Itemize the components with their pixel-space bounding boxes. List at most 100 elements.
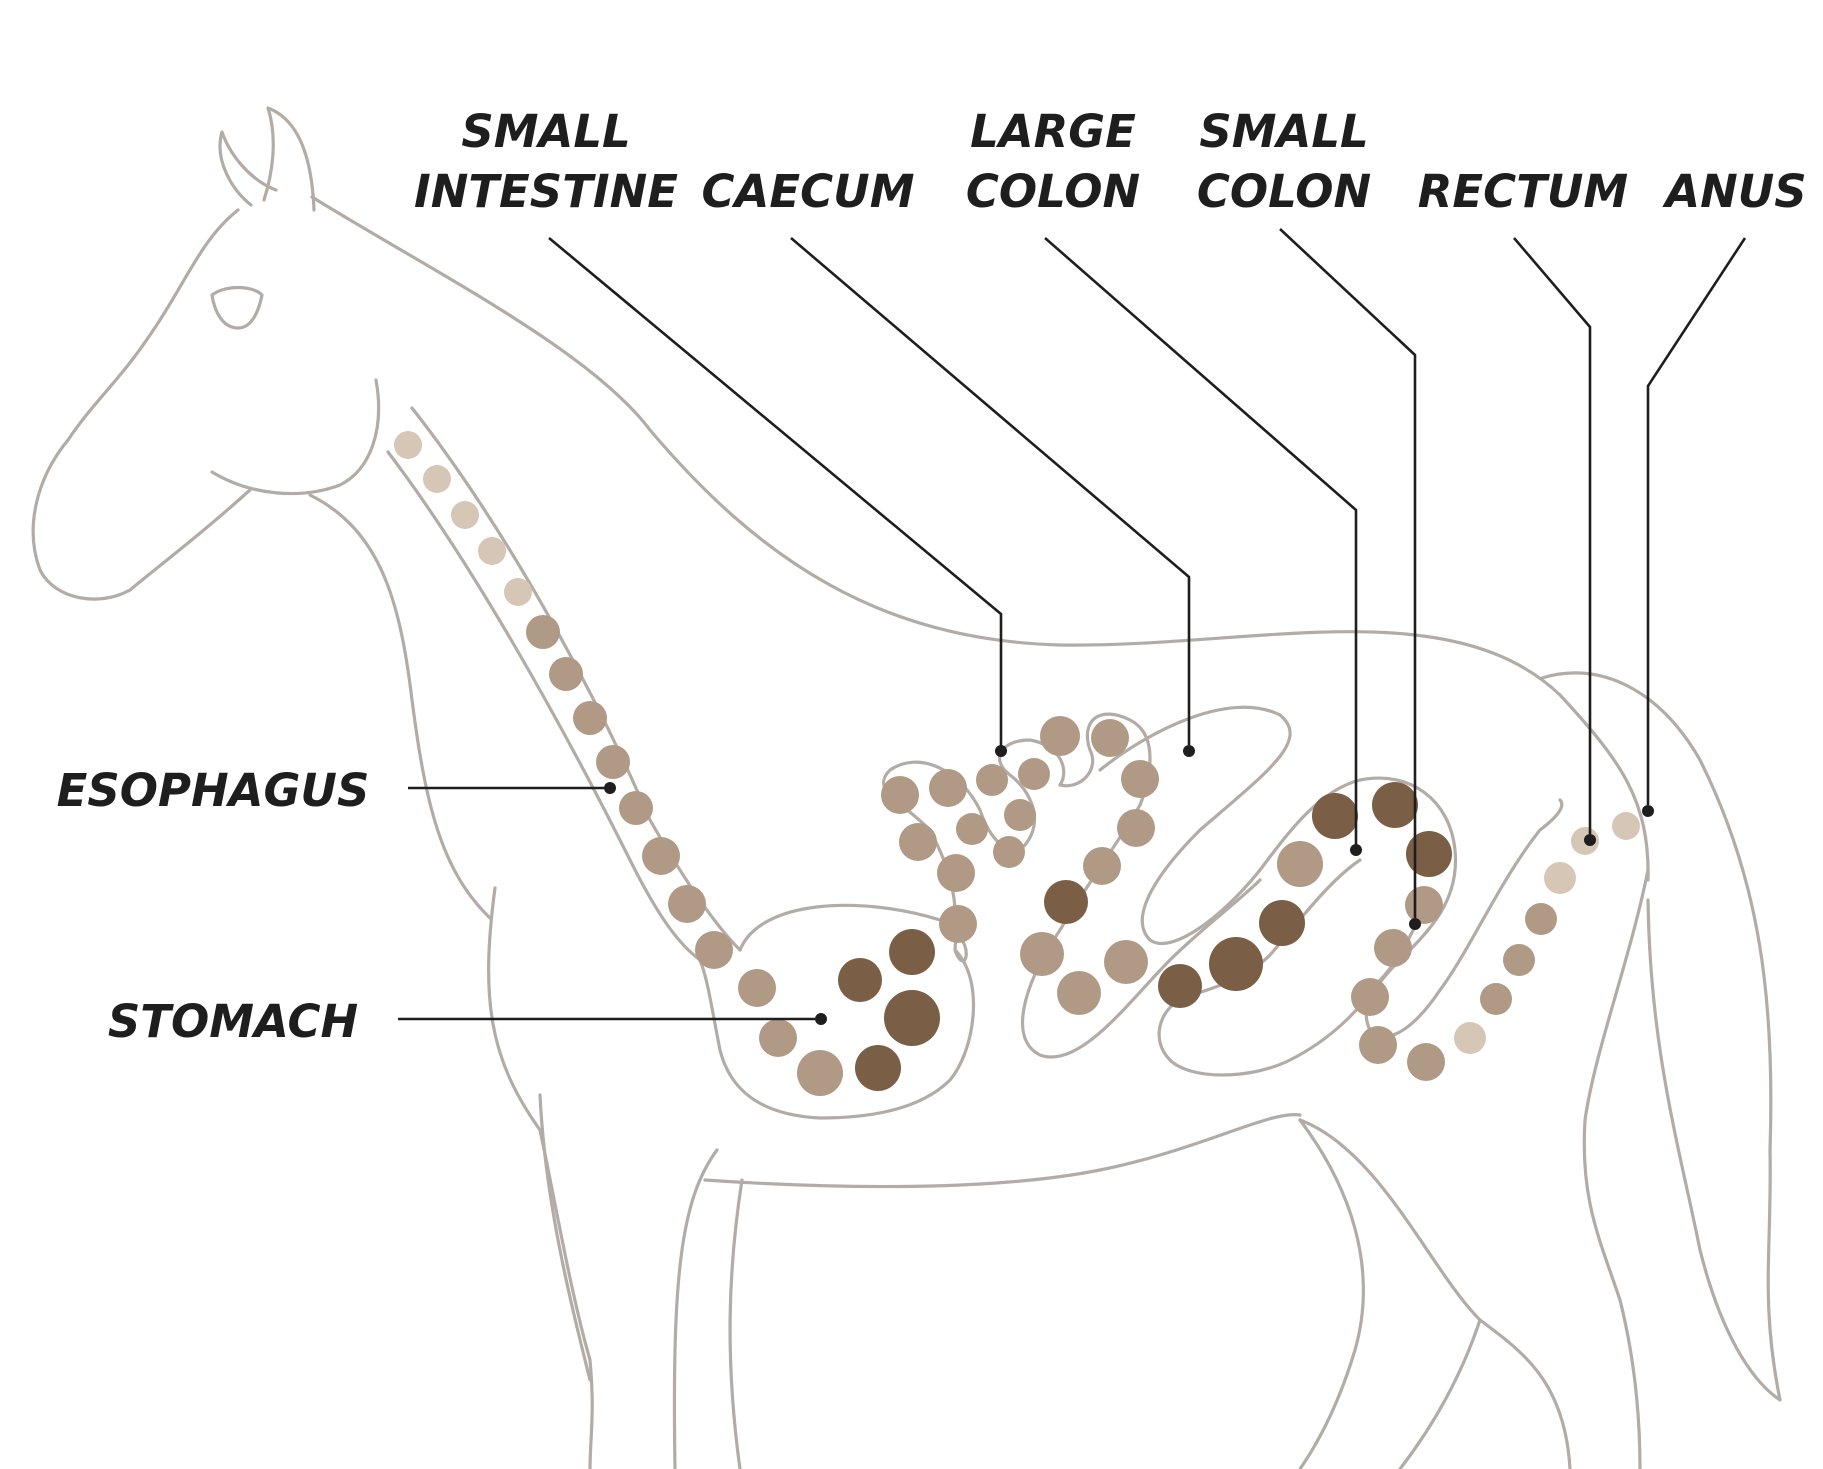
large-colon-outline <box>1098 705 1564 1038</box>
label-esophagus: ESOPHAGUS <box>57 764 370 817</box>
food-particle <box>881 776 919 814</box>
food-particle <box>1104 940 1148 984</box>
leader-small-intestine <box>548 237 1003 746</box>
food-particle <box>695 931 733 969</box>
food-particle <box>1277 841 1323 887</box>
food-particle <box>1057 971 1101 1015</box>
food-particle <box>1121 760 1159 798</box>
horse-front-leg-inner <box>538 1093 592 1382</box>
food-particle <box>1544 862 1576 894</box>
food-particle <box>1612 812 1640 840</box>
food-particle <box>1351 978 1389 1016</box>
food-particle <box>1209 937 1263 991</box>
leader-large-colon <box>1044 237 1358 845</box>
horse-hindleg-back <box>1298 1118 1572 1469</box>
horse-throat <box>308 493 492 920</box>
food-particle <box>526 615 560 649</box>
food-particle <box>668 885 706 923</box>
horse-back-ear <box>262 106 316 212</box>
horse-eye <box>210 285 264 330</box>
food-particle <box>504 578 532 606</box>
food-particle <box>1091 719 1129 757</box>
food-particle <box>838 958 882 1002</box>
anchor-caecum <box>1183 745 1195 757</box>
horse-hindleg-inner <box>1398 1318 1482 1469</box>
food-particle <box>1525 903 1557 935</box>
food-particle <box>1312 793 1358 839</box>
food-particle <box>549 657 583 691</box>
food-particle <box>976 764 1008 796</box>
food-particle <box>855 1045 901 1091</box>
food-particle <box>1004 799 1036 831</box>
anchor-large-colon <box>1350 844 1362 856</box>
food-particle <box>1372 782 1418 828</box>
stomach-outline <box>698 903 976 1120</box>
food-particle <box>797 1050 843 1096</box>
food-particle <box>759 1019 797 1057</box>
food-particle <box>642 837 680 875</box>
food-particle <box>1480 983 1512 1015</box>
food-particle <box>1503 944 1535 976</box>
label-rectum: RECTUM <box>1418 165 1628 218</box>
food-particle <box>1406 831 1452 877</box>
food-particle <box>1158 964 1202 1008</box>
label-large-colon-line2: COLON <box>966 165 1140 218</box>
label-small-intestine-line1: SMALL <box>461 105 630 158</box>
horse-hindleg-front <box>1298 1118 1365 1469</box>
horse-outline <box>31 106 1782 1469</box>
food-particle <box>929 769 967 807</box>
food-particle <box>619 791 653 825</box>
food-particle <box>394 431 422 459</box>
leader-caecum <box>790 237 1191 745</box>
food-particle <box>1083 847 1121 885</box>
food-particle <box>1407 1043 1445 1081</box>
leader-small-colon <box>1279 228 1417 918</box>
label-large-colon-line1: LARGE <box>970 105 1136 158</box>
food-particle <box>993 836 1025 868</box>
food-particle <box>1405 886 1443 924</box>
food-particle <box>899 823 937 861</box>
anchor-stomach <box>815 1013 827 1025</box>
food-particle <box>956 813 988 845</box>
digestive-tract <box>386 406 1564 1120</box>
food-particle <box>573 701 607 735</box>
horse-rump-leg <box>1582 868 1650 1469</box>
horse-back <box>310 195 1650 882</box>
food-particle <box>1040 716 1080 756</box>
label-anus: ANUS <box>1662 165 1806 218</box>
food-particle <box>1044 880 1088 924</box>
horse-tail <box>1540 671 1782 1402</box>
labels: SMALL INTESTINE CAECUM LARGE COLON SMALL… <box>57 105 1807 1048</box>
food-particle <box>884 990 940 1046</box>
horse-cheek <box>210 378 381 496</box>
food-particle <box>1454 1022 1486 1054</box>
label-caecum: CAECUM <box>702 165 915 218</box>
label-small-intestine-line2: INTESTINE <box>414 165 678 218</box>
food-particle <box>1374 929 1412 967</box>
label-small-colon-line2: COLON <box>1197 165 1371 218</box>
food-particle <box>478 537 506 565</box>
anchor-small-intestine <box>995 745 1007 757</box>
horse-foreleg-front <box>672 1148 719 1469</box>
horse-front-ear <box>218 130 278 207</box>
anchor-anus <box>1642 805 1654 817</box>
horse-foreleg-back <box>728 1178 744 1469</box>
food-particle <box>1359 1026 1397 1064</box>
food-particle <box>937 854 975 892</box>
food-particle <box>1259 900 1305 946</box>
label-stomach: STOMACH <box>108 995 358 1048</box>
food-particle <box>423 465 451 493</box>
leader-lines <box>398 228 1747 1025</box>
food-particle <box>939 905 977 943</box>
food-particle <box>1020 932 1064 976</box>
food-particle <box>451 501 479 529</box>
horse-front-leg <box>487 886 594 1469</box>
large-colon-inner <box>1020 803 1432 1077</box>
leader-anus <box>1646 237 1747 805</box>
label-small-colon-line1: SMALL <box>1199 105 1368 158</box>
horse-head <box>31 208 252 601</box>
anchor-rectum <box>1584 834 1596 846</box>
food-particle <box>1018 758 1050 790</box>
food-particle <box>738 969 776 1007</box>
